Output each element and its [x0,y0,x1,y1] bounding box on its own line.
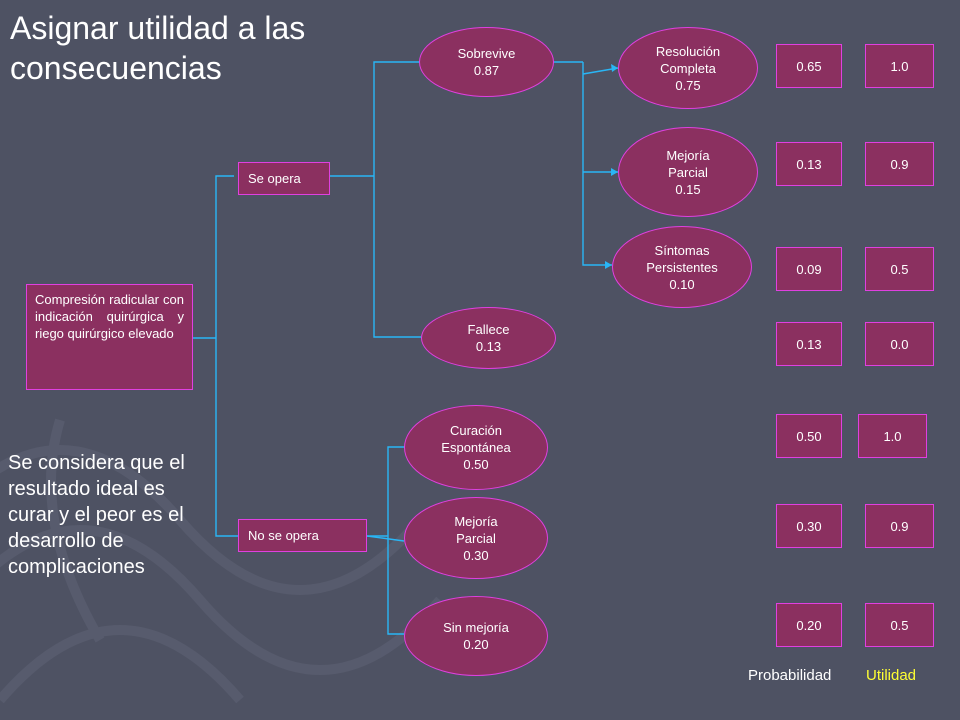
node-fallece: Fallece 0.13 [421,307,556,369]
node-sobrevive-label: Sobrevive [457,46,516,61]
probabilidad-box: 0.13 [776,142,842,186]
branch-se-opera: Se opera [238,162,330,195]
utilidad-box: 0.9 [865,142,934,186]
node-curacion-label-1: Curación [449,423,503,438]
utilidad-box: 1.0 [865,44,934,88]
probabilidad-box: 0.09 [776,247,842,291]
node-sin-mejoria: Sin mejoría 0.20 [404,596,548,676]
node-sobrevive: Sobrevive 0.87 [419,27,554,97]
connector-root-bracket [215,175,238,537]
node-sin-mejoria-label: Sin mejoría [443,620,509,635]
node-mejoria-parcial-opera: Mejoría Parcial 0.15 [618,127,758,217]
legend-probabilidad: Probabilidad [748,667,832,684]
node-sobrevive-prob: 0.87 [473,63,500,78]
utilidad-box: 0.9 [865,504,934,548]
node-sin-mejoria-prob: 0.20 [463,637,489,652]
utilidad-box: 0.0 [865,322,934,366]
node-resolucion-label-1: Resolución [655,43,721,59]
node-sintomas-label-2: Persistentes [646,259,718,275]
node-mejoria-label-1: Mejoría [666,147,710,163]
connector-no-opera-bracket [387,446,406,635]
node-resolucion-completa: Resolución Completa 0.75 [618,27,758,109]
page-title: Asignar utilidad a las consecuencias [10,10,306,86]
node-mejoria-label-2: Parcial [668,164,708,180]
node-mejoria-no-op-prob: 0.30 [463,547,489,563]
node-sintomas-persistentes: Síntomas Persistentes 0.10 [612,226,752,308]
legend-utilidad: Utilidad [866,667,917,684]
node-sintomas-label-1: Síntomas [654,242,710,258]
connector-opera-bracket [373,61,421,338]
root-node: Compresión radicular con indicación quir… [26,284,193,390]
node-curacion-prob: 0.50 [463,457,489,472]
connector-sobrevive-bracket [582,62,612,266]
node-mejoria-prob: 0.15 [675,181,701,197]
node-sintomas-prob: 0.10 [669,276,695,292]
note-text: Se considera que el resultado ideal es c… [8,452,185,578]
utilidad-box: 1.0 [858,414,927,458]
node-mejoria-no-op-label-2: Parcial [456,530,496,546]
utilidad-box: 0.5 [865,247,934,291]
node-curacion-espontanea: Curación Espontánea 0.50 [404,405,548,490]
branch-no-se-opera: No se opera [238,519,367,552]
node-mejoria-parcial-no-opera: Mejoría Parcial 0.30 [404,497,548,579]
probabilidad-box: 0.13 [776,322,842,366]
probabilidad-box: 0.50 [776,414,842,458]
node-fallece-label: Fallece [467,322,510,337]
probabilidad-box: 0.65 [776,44,842,88]
utilidad-box: 0.5 [865,603,934,647]
node-mejoria-no-op-label-1: Mejoría [454,513,498,529]
node-resolucion-label-2: Completa [660,60,716,76]
node-fallece-prob: 0.13 [475,339,502,354]
node-resolucion-prob: 0.75 [675,77,701,93]
probabilidad-box: 0.20 [776,603,842,647]
node-curacion-label-2: Espontánea [441,440,511,455]
probabilidad-box: 0.30 [776,504,842,548]
